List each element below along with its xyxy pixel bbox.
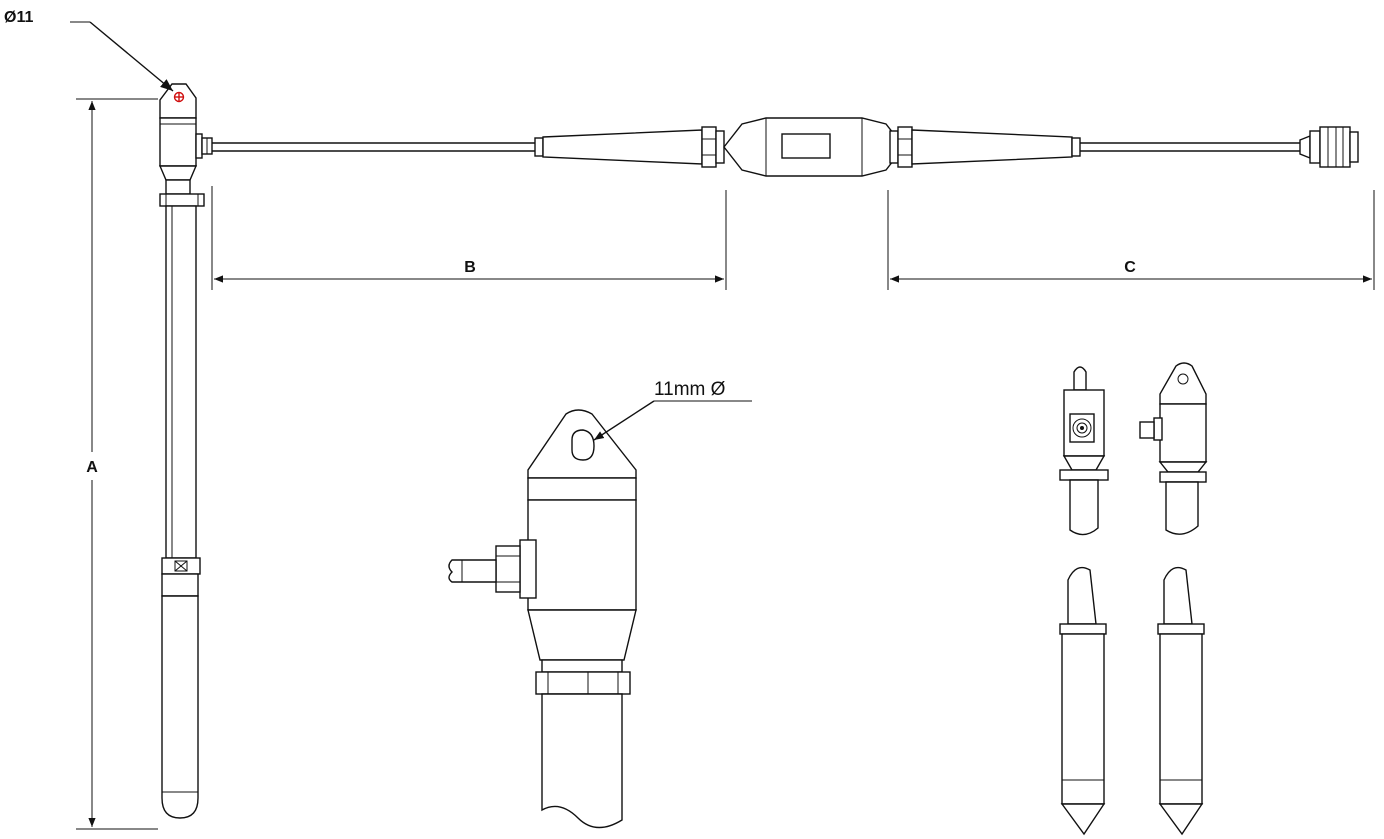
dimension-a-label: A xyxy=(86,459,98,476)
small-side-view-tube xyxy=(1157,566,1205,836)
detail-hole-callout: 11mm Ø xyxy=(593,379,752,441)
small-front-view-tube xyxy=(1059,566,1107,836)
junction-window xyxy=(781,133,831,159)
cable-assembly xyxy=(212,117,1359,177)
detail-hole xyxy=(571,429,595,461)
detail-hole-label: 11mm Ø xyxy=(654,379,726,400)
detail-connector-stub xyxy=(448,559,497,583)
dimension-c: C xyxy=(887,190,1375,290)
dimension-b-label: B xyxy=(464,259,476,276)
small-front-view-head xyxy=(1059,366,1109,536)
dimension-c-label: C xyxy=(1124,259,1136,276)
sensor-detail-view xyxy=(448,409,637,829)
dimension-b: B xyxy=(211,186,727,290)
sensor-main-view xyxy=(158,83,213,819)
sensor-head-housing xyxy=(159,117,197,167)
sensor-collar xyxy=(159,193,205,207)
end-connector xyxy=(1299,134,1311,160)
eye-diameter-label: Ø11 xyxy=(4,9,33,26)
detail-tube xyxy=(541,693,623,829)
detail-collar xyxy=(535,671,631,695)
dimension-a: A xyxy=(76,98,158,830)
detail-housing xyxy=(527,499,637,611)
eye-diameter-callout: Ø11 xyxy=(4,9,174,92)
small-side-view-head xyxy=(1139,362,1208,535)
sensor-lower-body xyxy=(161,595,199,819)
sensor-side-connector xyxy=(195,133,203,159)
sensor-tube xyxy=(165,205,197,559)
